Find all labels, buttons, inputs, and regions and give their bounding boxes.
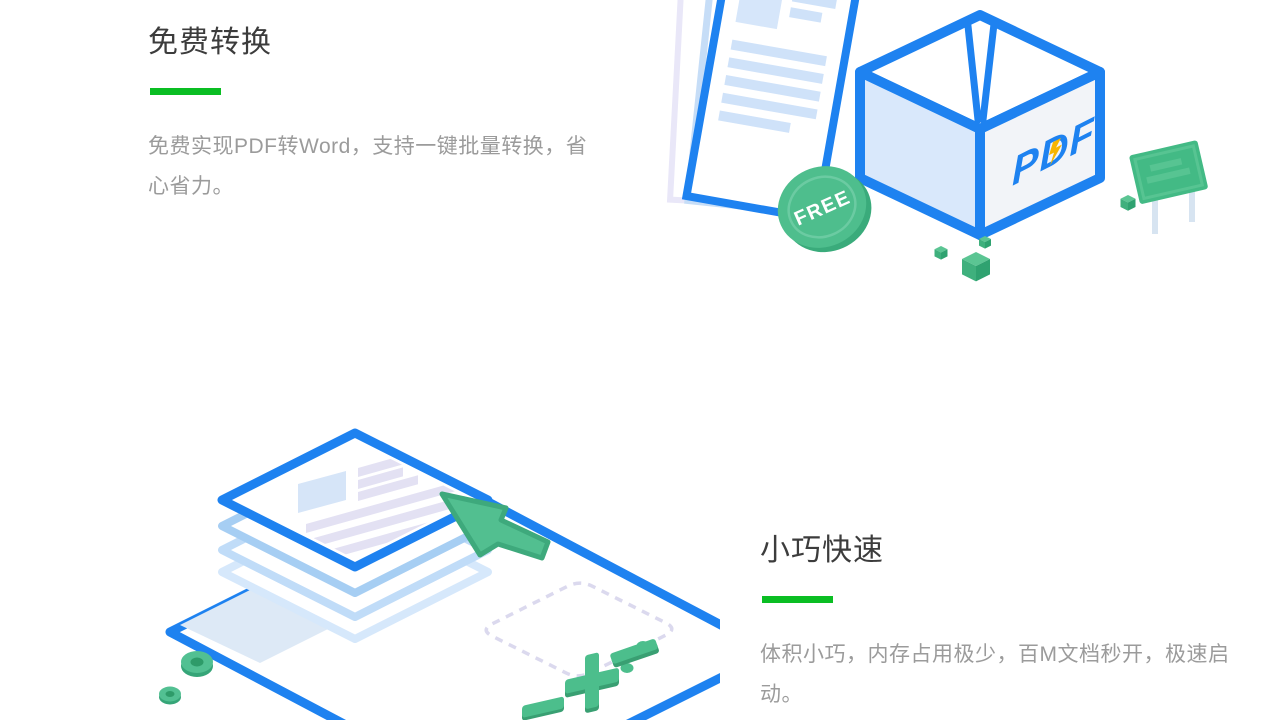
accent-bar (762, 596, 833, 603)
feature-description: 免费实现PDF转Word，支持一键批量转换，省心省力。 (148, 135, 588, 198)
feature-compact-fast: 小巧快速 体积小巧，内存占用极少，百M文档秒开，极速启动。 (760, 534, 1230, 715)
green-donut-icon (159, 686, 181, 705)
document-stack-illustration-svg (159, 428, 720, 720)
minus-icon (522, 696, 564, 720)
feature-description: 体积小巧，内存占用极少，百M文档秒开，极速启动。 (760, 643, 1230, 706)
pdf-box-icon: PDF (855, 10, 1105, 240)
divide-icon (610, 639, 659, 673)
feature-title: 小巧快速 (760, 534, 884, 567)
green-cube-icon (934, 246, 948, 260)
green-cube-icon (1120, 195, 1136, 211)
accent-bar (150, 88, 221, 95)
signboard-icon (1129, 140, 1208, 234)
document-stack-illustration (60, 420, 720, 720)
green-donut-icon (181, 651, 213, 677)
plus-icon (565, 652, 619, 713)
lightning-bolt-icon (1049, 138, 1062, 166)
free-badge: FREE (777, 166, 872, 253)
top-page-icon (217, 428, 493, 572)
arrow-icon (439, 491, 551, 561)
green-cube-icon (962, 252, 990, 282)
pdf-box-illustration-svg: PDF FREE (666, 0, 1208, 282)
green-cube-icon (979, 236, 991, 249)
feature-title: 免费转换 (148, 26, 272, 59)
feature-free-conversion: 免费转换 免费实现PDF转Word，支持一键批量转换，省心省力。 (148, 26, 600, 207)
dashed-placeholder-icon (484, 581, 674, 678)
document-icon (681, 0, 867, 224)
pdf-box-illustration: PDF FREE (640, 0, 1220, 310)
